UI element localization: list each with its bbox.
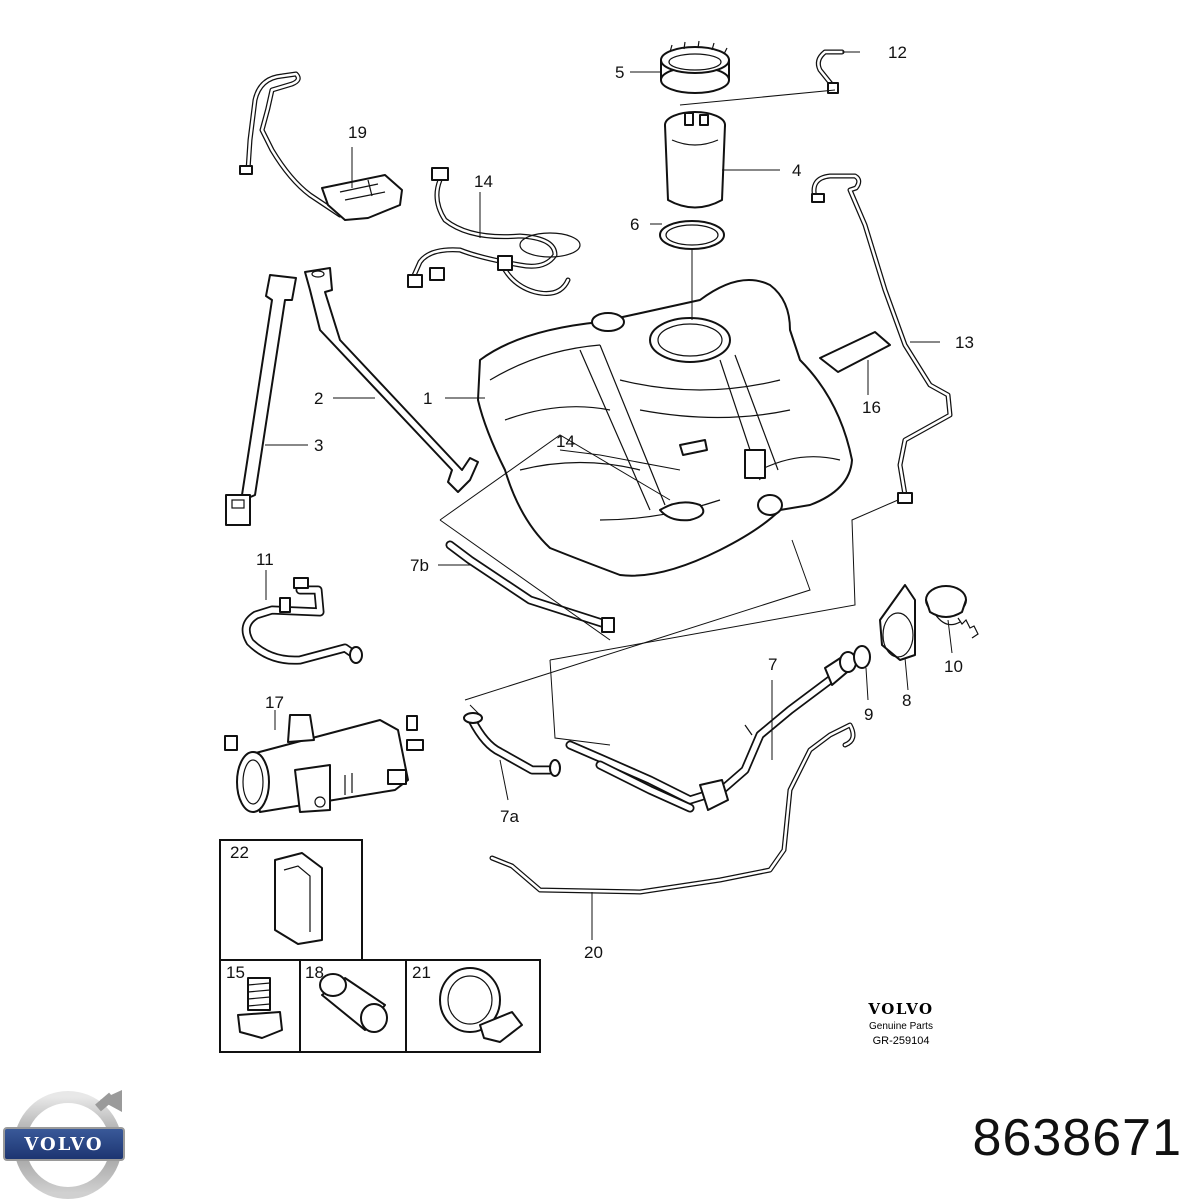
callout-3: 3 [314, 436, 323, 455]
callout-10: 10 [944, 657, 963, 676]
callout-1: 1 [423, 389, 432, 408]
callout-7b: 7b [410, 556, 429, 575]
callout-15: 15 [226, 963, 245, 982]
callout-14-tank: 14 [556, 432, 575, 451]
fuel-tank [477, 279, 853, 577]
credit-block: VOLVO Genuine Parts GR-259104 [867, 1000, 933, 1047]
volvo-logo-wordmark: VOLVO [23, 1134, 103, 1155]
callout-8: 8 [902, 691, 911, 710]
callout-7: 7 [768, 655, 777, 674]
callout-14-top: 14 [474, 172, 493, 191]
wiring-harness-14 [407, 167, 581, 296]
vent-line-20 [489, 722, 856, 895]
lock-ring-5 [660, 40, 730, 94]
fuel-pump-sender [664, 111, 726, 209]
tank-strap-3 [225, 274, 297, 526]
callout-20: 20 [584, 943, 603, 962]
sleeve-18 [319, 973, 388, 1033]
hose-clamp-21 [439, 967, 523, 1043]
callout-18: 18 [305, 963, 324, 982]
fuel-line-13 [811, 173, 953, 504]
callout-17: 17 [265, 693, 284, 712]
callout-6: 6 [630, 215, 639, 234]
callout-7a: 7a [500, 807, 519, 826]
volvo-logo: VOLVO [3, 1090, 125, 1199]
callout-16: 16 [862, 398, 881, 417]
filler-pipe-7 [565, 651, 857, 813]
o-ring-9 [853, 645, 871, 669]
bolt-15 [237, 977, 283, 1039]
credit-drawing-code: GR-259104 [873, 1035, 930, 1047]
callout-22: 22 [230, 843, 249, 862]
callout-9: 9 [864, 705, 873, 724]
fuel-cap-10 [925, 585, 979, 639]
hose-11 [241, 577, 363, 665]
evap-canister-17 [224, 714, 424, 813]
control-module-19 [239, 71, 403, 221]
callout-labels: 5 12 4 6 13 16 19 14 1 2 3 14 7b 11 17 7… [226, 43, 974, 982]
seal-ring-6 [659, 220, 725, 250]
heat-shield-16 [819, 331, 891, 373]
callout-4: 4 [792, 161, 801, 180]
small-parts-inset [219, 839, 541, 1053]
hose-7b [445, 540, 615, 633]
callout-5: 5 [615, 63, 624, 82]
callout-2: 2 [314, 389, 323, 408]
callout-21: 21 [412, 963, 431, 982]
credit-genuine-parts: Genuine Parts [869, 1021, 933, 1032]
callout-12: 12 [888, 43, 907, 62]
hose-12 [815, 49, 845, 94]
tank-strap-2 [304, 267, 479, 493]
filler-neck-8 [879, 584, 916, 661]
callout-13: 13 [955, 333, 974, 352]
hose-7a [463, 712, 561, 777]
callout-19: 19 [348, 123, 367, 142]
callout-11: 11 [256, 550, 274, 569]
credit-brand: VOLVO [867, 1000, 933, 1018]
part-number: 8638671 [972, 1109, 1182, 1167]
clip-22 [274, 852, 323, 945]
leader-lines [265, 51, 953, 940]
